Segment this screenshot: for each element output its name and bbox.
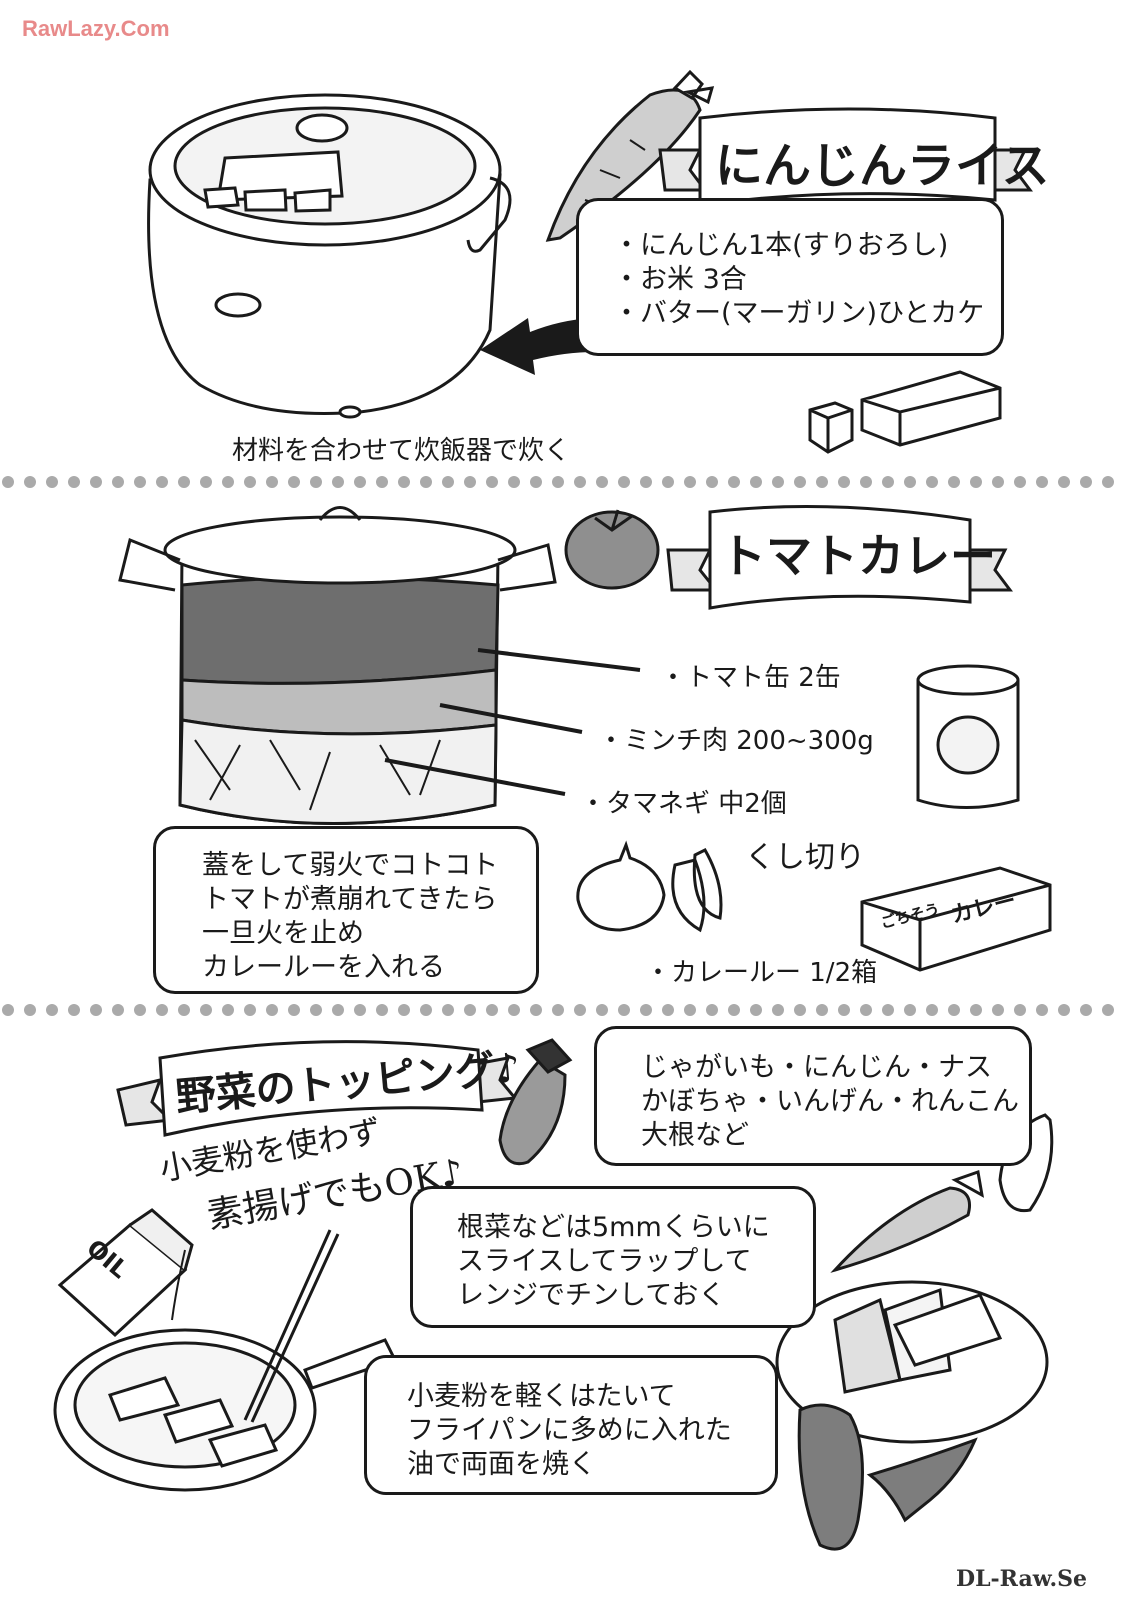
layer-tomato-can: ・トマト缶 2缶 (660, 663, 841, 693)
veg-topping-illustrations (53, 1038, 1054, 1551)
prep-box: 根菜などは5mmくらいに スライスしてラップして レンジでチンしておく (410, 1186, 816, 1328)
fry-line-2: フライパンに多めに入れた (407, 1415, 732, 1446)
watermark-top: RawLazy.Com (22, 16, 170, 41)
tomato-illustration (564, 509, 660, 590)
arrow-icon (480, 318, 595, 375)
vegetables-line-1: じゃがいも・にんじん・ナス (641, 1052, 992, 1083)
tomato-curry-title: トマトカレー (720, 529, 996, 583)
onion-cut-note: くし切り (745, 840, 865, 875)
leader-lines (384, 648, 641, 796)
fry-box: 小麦粉を軽くはたいて フライパンに多めに入れた 油で両面を焼く (364, 1355, 778, 1495)
eggplant-illustration (498, 1038, 573, 1166)
ingredient-carrot: ・にんじん1本(すりおろし) (613, 230, 949, 261)
oil-bottle-illustration (57, 1208, 194, 1338)
rice-cooker-illustration (147, 93, 512, 419)
bell-pepper-illustration (797, 1403, 978, 1551)
step-2: トマトが煮崩れてきたら (202, 884, 498, 915)
vegetables-line-3: 大根など (641, 1120, 749, 1151)
vegetables-line-2: かぼちゃ・いんげん・れんこん (641, 1086, 1019, 1117)
tomato-can-illustration (916, 664, 1020, 809)
carrot-rice-ingredients-box: ・にんじん1本(すりおろし) ・お米 3合 ・バター(マーガリン)ひとカケ (576, 198, 1004, 356)
section-divider-2 (2, 1004, 1114, 1016)
onion-illustration (576, 840, 723, 933)
step-3: 一旦火を止め (202, 918, 364, 949)
layer-minced-meat: ・ミンチ肉 200~300g (598, 726, 874, 756)
curry-roux-box-illustration (860, 866, 1052, 972)
layer-onion: ・タマネギ 中2個 (580, 789, 787, 819)
tomato-curry-banner (666, 505, 1013, 610)
tomato-curry-illustrations (118, 505, 1052, 972)
carrot-2-illustration (830, 1170, 985, 1273)
carrot-rice-banner (658, 107, 1033, 207)
prep-line-2: スライスしてラップして (457, 1246, 752, 1277)
butter-illustration (808, 370, 1002, 454)
ingredient-butter: ・バター(マーガリン)ひとカケ (613, 298, 985, 329)
stock-pot-illustration (118, 506, 557, 825)
tomato-curry-steps-box: 蓋をして弱火でコトコト トマトが煮崩れてきたら 一旦火を止め カレールーを入れる (153, 826, 539, 994)
section-divider-1 (2, 476, 1114, 488)
ingredient-rice: ・お米 3合 (613, 264, 747, 295)
fry-line-1: 小麦粉を軽くはたいて (407, 1381, 676, 1412)
prep-line-1: 根菜などは5mmくらいに (457, 1212, 770, 1243)
step-4: カレールーを入れる (202, 952, 445, 983)
carrot-rice-title: にんじんライス (715, 138, 1050, 194)
vegetables-box: じゃがいも・にんじん・ナス かぼちゃ・いんげん・れんこん 大根など (594, 1026, 1032, 1166)
prep-line-3: レンジでチンしておく (457, 1280, 726, 1311)
ingredient-curry-roux: ・カレールー 1/2箱 (645, 958, 878, 988)
watermark-bottom: DL-Raw.Se (956, 1566, 1087, 1592)
veg-topping-banner (116, 1040, 518, 1137)
frying-pan-illustration (53, 1229, 398, 1492)
step-1: 蓋をして弱火でコトコト (202, 850, 499, 881)
carrot-rice-instruction: 材料を合わせて炊飯器で炊く (232, 436, 571, 466)
fry-line-3: 油で両面を焼く (407, 1449, 596, 1480)
plate-illustration (775, 1280, 1049, 1444)
